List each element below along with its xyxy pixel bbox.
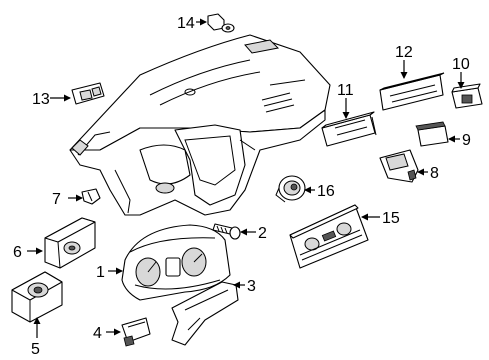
- callout-5: 5: [31, 341, 40, 358]
- part-5: [11, 271, 63, 323]
- part-1: [121, 224, 231, 301]
- callout-leaders: [27, 18, 465, 338]
- callout-15: 15: [382, 210, 400, 227]
- part-7: [81, 188, 101, 205]
- part-14: [207, 13, 235, 33]
- part-13: [71, 82, 105, 105]
- callout-9: 9: [462, 132, 471, 149]
- callout-13: 13: [32, 91, 50, 108]
- callout-7: 7: [52, 191, 61, 208]
- callout-16: 16: [317, 183, 335, 200]
- instrument-panel: [69, 34, 331, 216]
- part-3: [171, 281, 239, 346]
- part-11: [321, 111, 377, 147]
- callout-3: 3: [247, 278, 256, 295]
- part-8: [379, 149, 419, 183]
- callout-8: 8: [430, 165, 439, 182]
- callout-1: 1: [96, 264, 105, 281]
- part-4: [121, 317, 151, 347]
- callout-10: 10: [452, 56, 470, 73]
- part-10: [451, 83, 483, 109]
- part-9: [415, 121, 449, 147]
- part-16: [275, 175, 306, 203]
- callout-2: 2: [258, 225, 267, 242]
- callout-6: 6: [13, 244, 22, 261]
- callout-labels: 14 13 12 11 10 9 8 7 16 15 2 1 3 4 5 6: [13, 15, 471, 358]
- callout-4: 4: [93, 325, 102, 342]
- callout-11: 11: [337, 82, 354, 99]
- part-6: [44, 217, 96, 269]
- part-15: [289, 204, 369, 269]
- callout-14: 14: [177, 15, 195, 32]
- callout-12: 12: [395, 44, 413, 61]
- part-12: [379, 72, 445, 111]
- part-2: [212, 223, 241, 240]
